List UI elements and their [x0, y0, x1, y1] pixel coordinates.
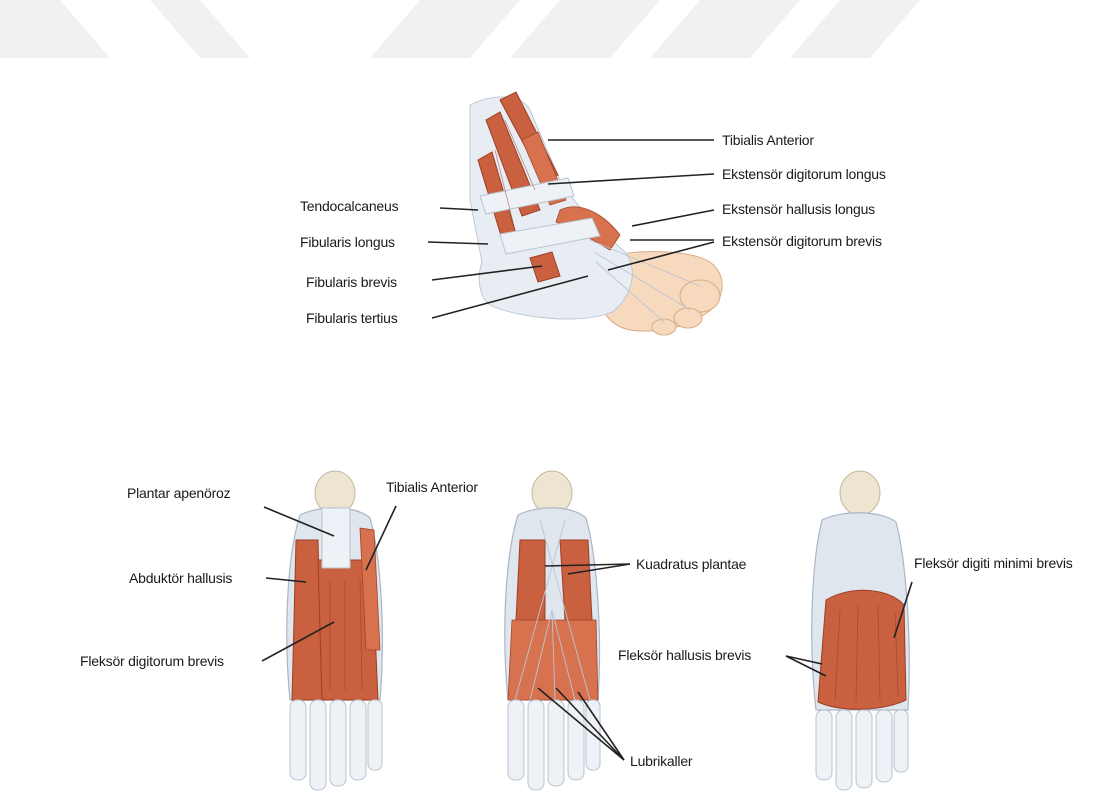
label-tibialis-anterior-plantar: Tibialis Anterior — [386, 479, 478, 495]
label-fleksor-digitorum-brevis: Fleksör digitorum brevis — [80, 653, 224, 669]
toes-deep — [816, 710, 908, 790]
label-abduktor-hallusis: Abduktör hallusis — [129, 570, 232, 586]
foot-dorsal-lateral-view — [470, 92, 722, 335]
toes-intermediate — [508, 700, 600, 790]
label-ekstensor-digitorum-longus: Ekstensör digitorum longus — [722, 166, 886, 182]
label-ekstensor-digitorum-brevis: Ekstensör digitorum brevis — [722, 233, 882, 249]
label-lubrikaller: Lubrikaller — [630, 753, 693, 769]
label-tendocalcaneus: Tendocalcaneus — [300, 198, 399, 214]
abduktor-hallusis-muscle — [292, 540, 322, 700]
label-fleksor-hallusis-brevis: Fleksör hallusis brevis — [618, 647, 751, 663]
foot-plantar-deep — [812, 471, 910, 790]
label-fibularis-tertius: Fibularis tertius — [306, 310, 398, 326]
label-fibularis-longus: Fibularis longus — [300, 234, 395, 250]
toes-superficial — [290, 700, 382, 790]
watermark-stripes — [0, 0, 920, 58]
label-ekstensor-hallusis-longus: Ekstensör hallusis longus — [722, 201, 875, 217]
foot-plantar-superficial — [287, 471, 383, 790]
fleksor-hallusis-brevis-muscle — [818, 590, 906, 709]
label-fleksor-digiti-minimi-brevis: Fleksör digiti minimi brevis — [914, 555, 1073, 571]
label-kuadratus-plantae: Kuadratus plantae — [636, 556, 747, 572]
foot-plantar-intermediate — [505, 471, 600, 790]
label-fibularis-brevis: Fibularis brevis — [306, 274, 397, 290]
label-plantar-aponeuroz: Plantar apenöroz — [127, 485, 231, 501]
label-tibialis-anterior-top: Tibialis Anterior — [722, 132, 814, 148]
